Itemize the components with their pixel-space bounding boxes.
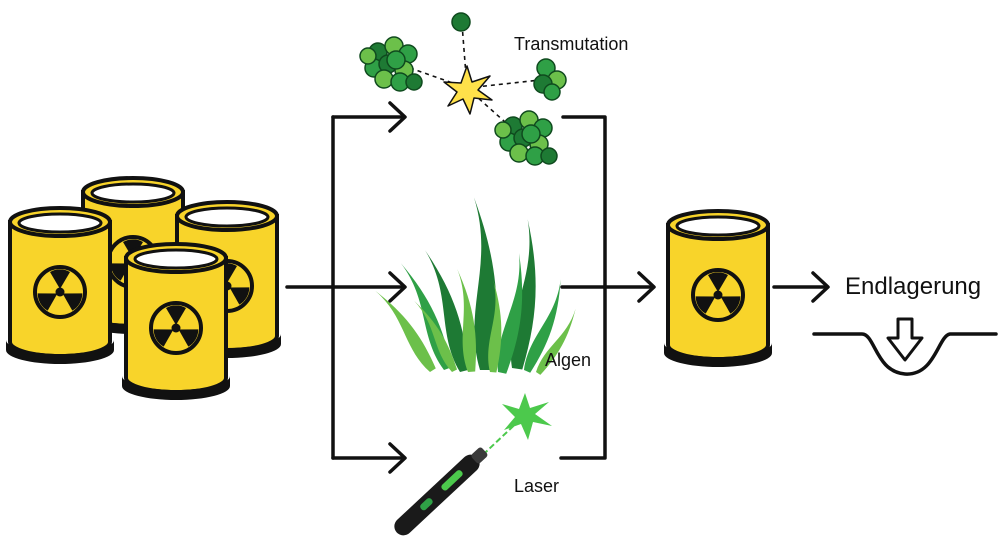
algae-label: Algen	[545, 350, 591, 370]
radioactive-barrel-icon	[664, 211, 772, 367]
arrowhead-transmutation	[388, 101, 407, 133]
arrowhead-laser	[388, 442, 407, 474]
arrowhead-barrel	[637, 271, 656, 303]
final-storage-label: Endlagerung	[845, 273, 981, 300]
atomic-nucleus-icon	[359, 12, 567, 166]
transmutation-label: Transmutation	[514, 34, 628, 54]
arrowhead-storage	[811, 271, 830, 303]
fission-star-icon	[443, 65, 493, 115]
radioactive-barrels-icon	[6, 178, 281, 400]
split-arrows	[285, 101, 407, 474]
final-storage-pit-icon	[812, 317, 998, 376]
laser-pointer-icon	[394, 393, 552, 536]
arrowhead-algae	[388, 271, 407, 303]
laser-label: Laser	[514, 476, 559, 496]
merge-arrows	[559, 115, 830, 460]
